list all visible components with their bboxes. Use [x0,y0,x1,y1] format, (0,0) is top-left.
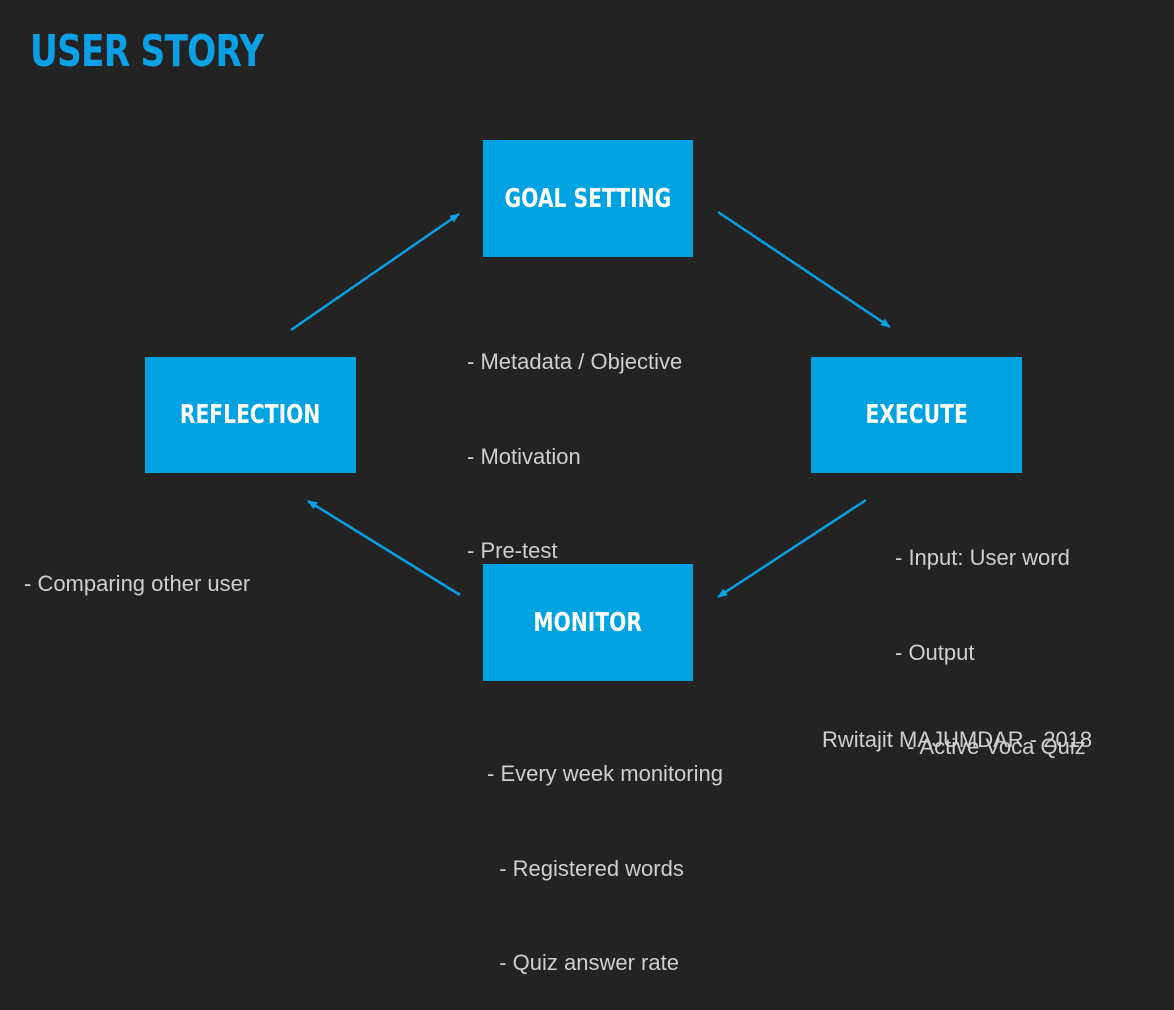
execute-notes: - Input: User word - Output - Active Voc… [895,479,1086,794]
note-item: - Every week monitoring [487,761,723,786]
monitor-notes: - Every week monitoring - Registered wor… [487,695,723,1010]
slide-title: USER STORY [30,26,264,77]
note-item: - Quiz answer rate [487,950,679,975]
monitor-box: MONITOR [483,564,693,681]
execute-label: EXECUTE [865,400,968,430]
author-credit: Rwitajit MAJUMDAR - 2018 [822,727,1093,752]
note-item: - Motivation [467,443,581,469]
arrow-execute-to-monitor [717,498,867,599]
note-item: - Output [895,639,975,665]
reflection-box: REFLECTION [145,357,356,473]
goal-setting-notes: - Metadata / Objective - Motivation - Pr… [467,283,682,598]
reflection-notes: - Comparing other user [24,505,250,631]
note-item: - Comparing other user [24,571,251,596]
arrow-reflection-to-goal [290,212,460,332]
monitor-label: MONITOR [533,607,643,638]
reflection-label: REFLECTION [180,400,321,430]
goal-setting-label: GOAL SETTING [504,183,672,214]
note-item: - Active Voca Quiz [895,734,1086,759]
goal-setting-box: GOAL SETTING [483,140,693,257]
cycle-arrows [290,210,891,599]
note-item: - Registered words [487,855,684,881]
note-item: - Input: User word [895,545,1070,570]
arrow-goal-to-execute [717,210,891,329]
note-item: - Pre-test [467,538,558,563]
note-item: - Metadata / Objective [467,349,683,374]
execute-box: EXECUTE [811,357,1022,473]
arrow-monitor-to-reflection [307,499,461,597]
